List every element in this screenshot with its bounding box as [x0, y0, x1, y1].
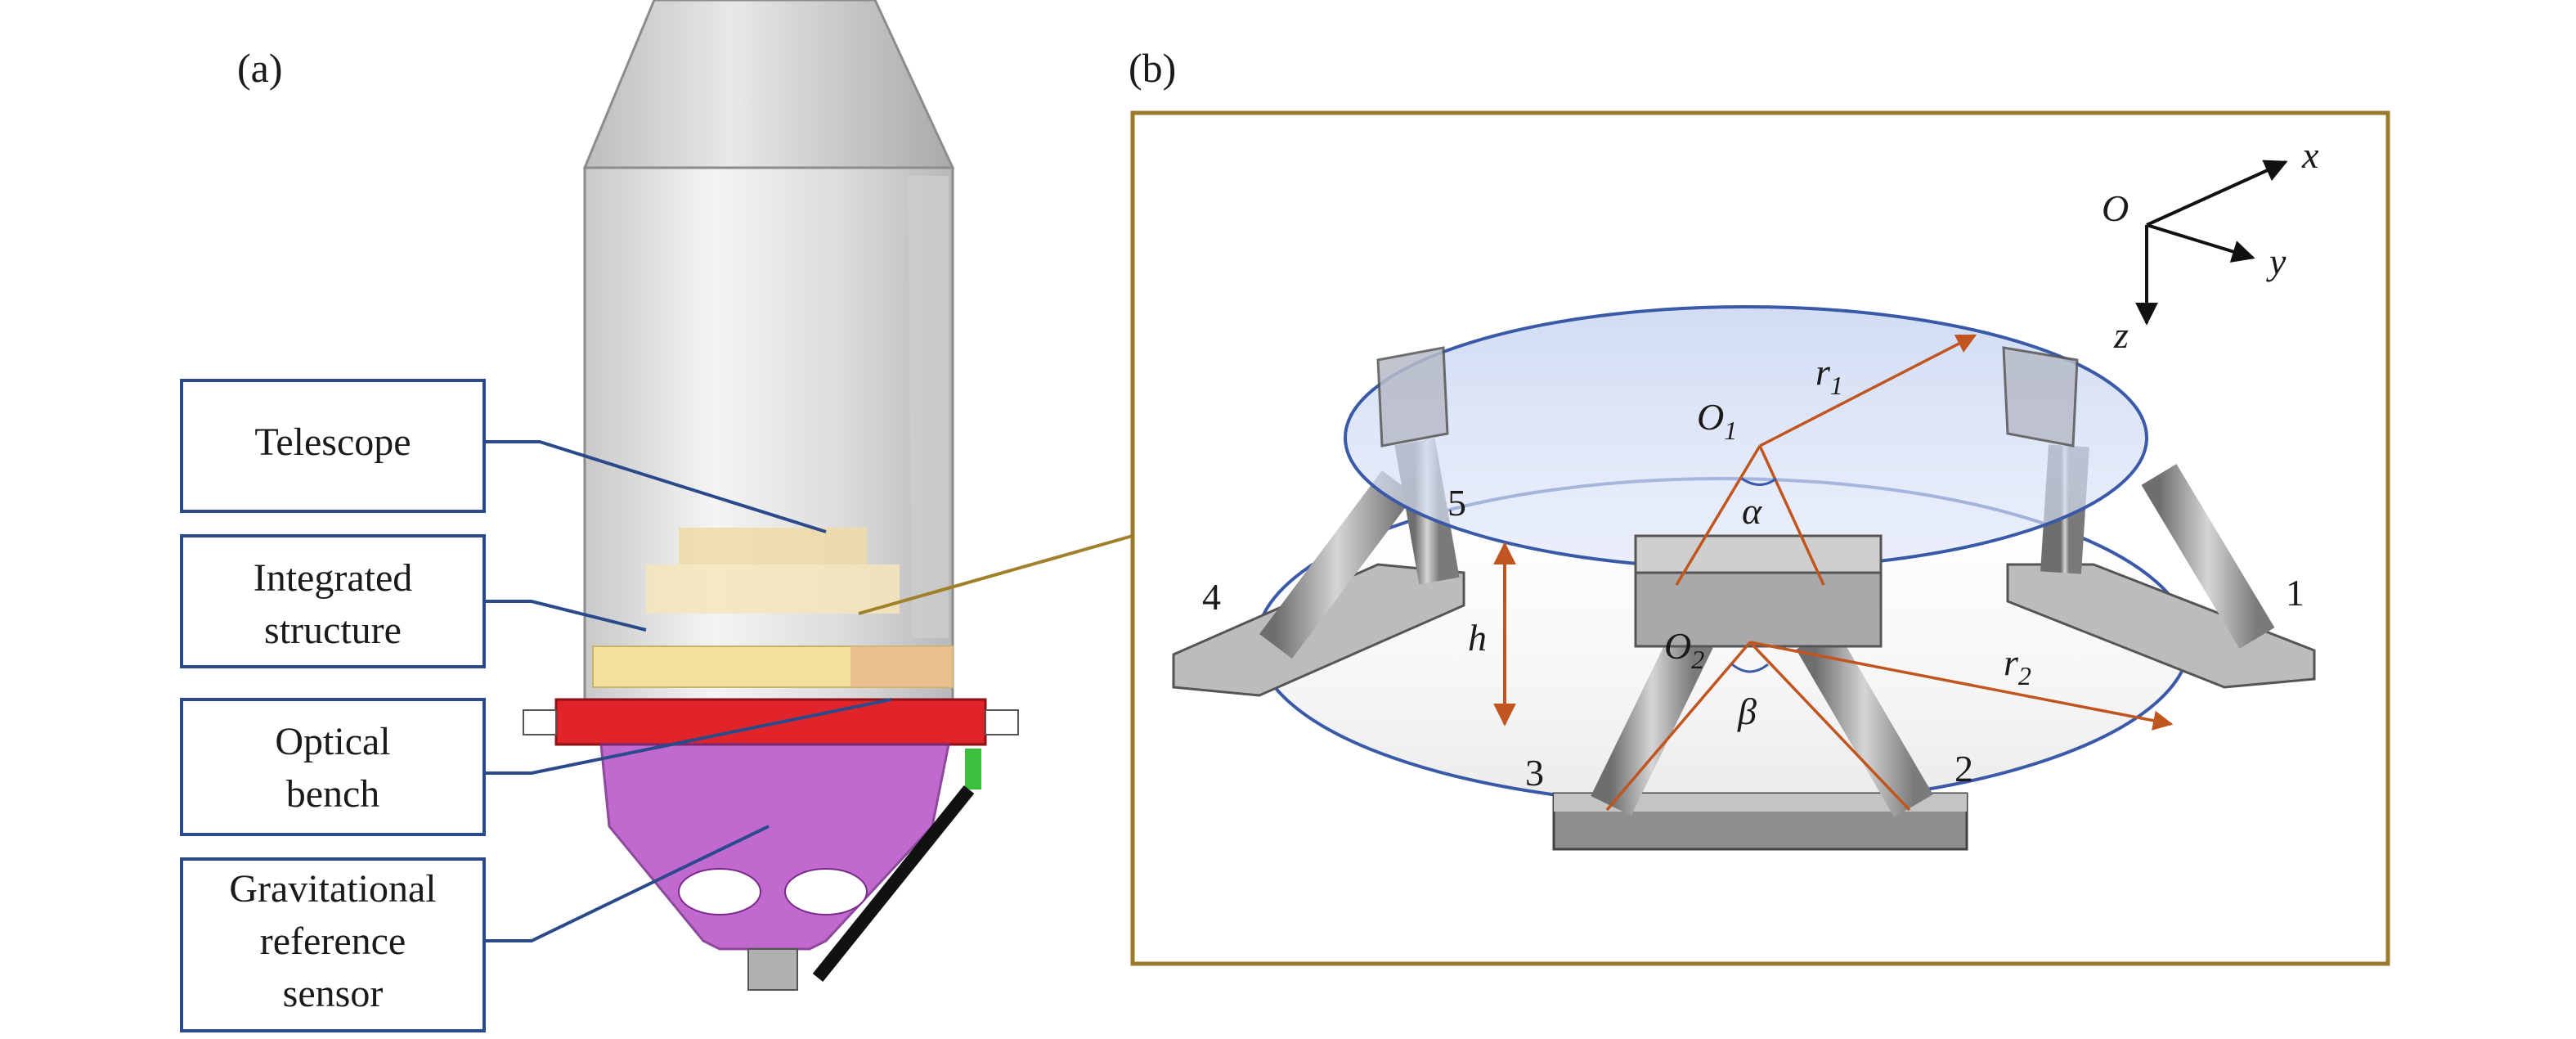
alpha-leg-right	[1758, 445, 1825, 586]
callout-grs-line1: Gravitational	[229, 867, 436, 911]
alpha-leg-left	[1675, 445, 1761, 586]
o2-label: O2	[1664, 625, 1704, 674]
grs-hole-right	[784, 868, 868, 915]
callout-telescope: Telescope	[180, 379, 827, 533]
panel-connector-line	[858, 534, 1133, 615]
callout-integrated-structure-box	[180, 534, 486, 668]
beta-label: β	[1737, 690, 1757, 732]
alpha-arc	[1741, 477, 1777, 486]
callout-optical-bench-line2: bench	[286, 772, 380, 816]
callout-optical-bench-line1: Optical	[275, 720, 390, 763]
strut-4	[1259, 470, 1415, 659]
optical-bench-tab-right	[985, 709, 1019, 735]
telescope-body	[679, 528, 867, 564]
strut-2	[1796, 627, 1933, 817]
leg-numbers: 1 2 3 4 5	[1202, 482, 2304, 794]
base-4	[1172, 563, 1465, 697]
callout-telescope-box	[180, 379, 486, 513]
base-1	[2006, 563, 2316, 689]
optical-bench-plate	[554, 698, 987, 746]
grs-base	[747, 948, 798, 991]
integrated-structure-body	[646, 564, 900, 614]
panel-b-label: (b)	[1129, 45, 1176, 91]
callout-integrated-structure-line1: Integrated	[254, 556, 413, 600]
spacecraft-cylinder	[583, 166, 954, 701]
callout-optical-bench-box	[180, 698, 486, 836]
callout-grs-line2: reference	[260, 920, 406, 963]
axis-x-label: x	[2301, 134, 2319, 176]
r2-arrow	[1749, 641, 2174, 731]
spacecraft-cone	[582, 0, 955, 169]
x-axis-arrow	[2146, 160, 2288, 227]
leg-number-2: 2	[1954, 748, 1973, 789]
r1-arrow	[1759, 334, 1977, 448]
panel-a: (a) Telescope	[180, 0, 1019, 1032]
y-axis-arrow	[2146, 223, 2255, 263]
callout-grs-box	[180, 857, 486, 1032]
grs-housing	[599, 743, 950, 951]
callout-integrated-structure-leader	[484, 600, 647, 632]
geometry	[1493, 334, 2174, 812]
integrated-structure-base-right	[850, 646, 953, 687]
optical-bench-tab-left	[523, 709, 557, 735]
panel-a-label: (a)	[237, 45, 283, 91]
beta-leg-right	[1748, 641, 1911, 812]
alpha-label: α	[1742, 490, 1762, 532]
grs-black-strut	[812, 785, 975, 983]
axis-z-label: z	[2113, 314, 2129, 356]
grs-hole-left	[678, 868, 761, 915]
axis-y-label: y	[2266, 241, 2287, 282]
leg-number-1: 1	[2286, 572, 2304, 614]
h-label: h	[1468, 617, 1487, 659]
mount-center-top	[1634, 534, 1883, 574]
mount-left	[1376, 346, 1449, 448]
top-mounts	[1376, 346, 2079, 648]
inner-panel	[908, 176, 949, 638]
r1-label: r1	[1815, 351, 1843, 400]
coordinate-axes: O x y z	[2102, 134, 2319, 356]
spacecraft-illustration	[523, 0, 1019, 991]
leg-number-3: 3	[1525, 752, 1544, 794]
beta-arc	[1731, 663, 1769, 673]
callout-grs: Gravitational reference sensor	[180, 825, 770, 1032]
callout-integrated-structure-line2: structure	[264, 609, 402, 652]
geometry-labels: O1 r1 α O2 r2 β h	[1468, 351, 2031, 732]
callout-telescope-text: Telescope	[254, 421, 411, 464]
beta-leg-left	[1605, 641, 1752, 812]
callout-optical-bench-leader	[484, 698, 892, 775]
leg-number-4: 4	[1202, 576, 1221, 618]
callout-optical-bench: Optical bench	[180, 698, 892, 836]
callout-integrated-structure: Integrated structure	[180, 534, 647, 668]
r2-label: r2	[2004, 641, 2031, 690]
axis-origin-label: O	[2102, 187, 2129, 229]
callout-grs-leader	[484, 825, 770, 942]
callout-grs-line3: sensor	[283, 972, 384, 1015]
base-2-3-top	[1554, 794, 1967, 812]
strut-1	[2141, 464, 2275, 649]
panel-b: (b)	[1129, 45, 2390, 966]
o1-label: O1	[1697, 396, 1737, 445]
grs-green-strut	[965, 749, 981, 789]
callout-telescope-leader	[484, 440, 827, 533]
strut-3	[1591, 627, 1713, 816]
mount-right	[2002, 346, 2079, 448]
leg-number-5: 5	[1447, 482, 1466, 524]
